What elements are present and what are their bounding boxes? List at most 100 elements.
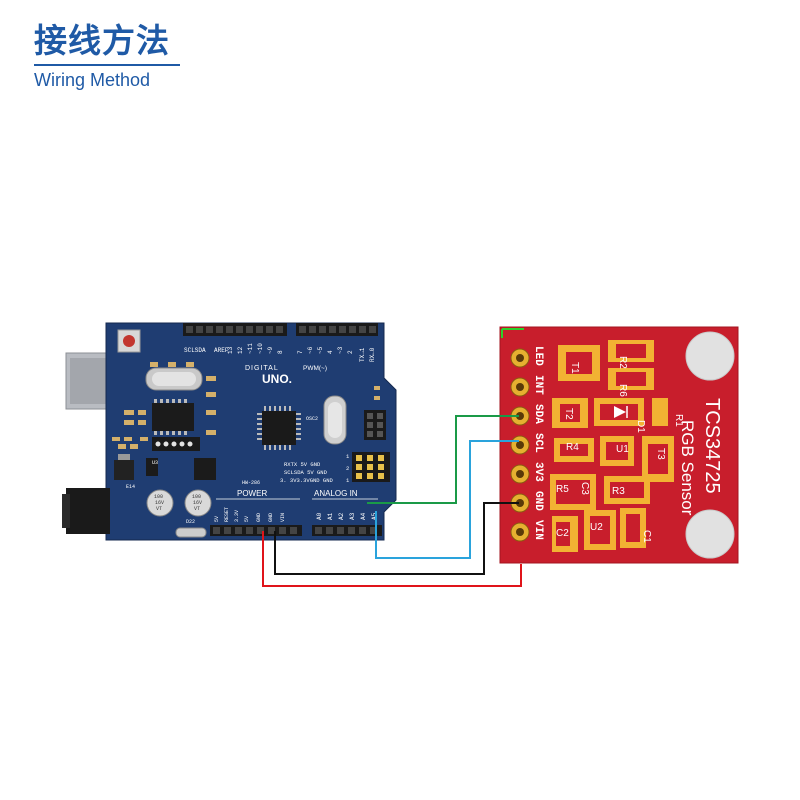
sensor-component-label: T2 [563, 408, 574, 420]
svg-text:VT: VT [156, 506, 162, 512]
analog-pin-label: A4 [360, 512, 367, 520]
digital-pin-label: ~3 [337, 346, 344, 354]
sensor-component-label: T1 [569, 362, 580, 374]
analog-label: ANALOG IN [314, 489, 358, 498]
icsp-row-3: 3. 3V3.3VGND GND [280, 477, 334, 484]
board-id: HW-286 [242, 480, 260, 486]
sensor-pin-label-3v3: 3V3 [532, 462, 544, 482]
digital-label: DIGITAL [245, 365, 279, 372]
sensor-component-label: D1 [635, 420, 646, 433]
digital-pin-label: ~10 [257, 343, 264, 354]
chip-label-u3: U3 [152, 460, 158, 466]
icsp-num-2: 2 [346, 465, 349, 472]
power-pin-label: 3.3V [234, 510, 240, 522]
power-pin-label: 5V [244, 516, 250, 522]
sensor-pin-label-vin: VIN [532, 520, 544, 540]
analog-pin-label: A0 [316, 512, 323, 520]
sensor-component-label: R1 [673, 414, 684, 427]
page-subtitle: Wiring Method [34, 70, 151, 90]
icsp-num-1: 1 [346, 453, 350, 460]
tx-label: TX→1 [359, 347, 366, 362]
svg-text:16V: 16V [193, 500, 202, 506]
sensor-component-label: C2 [556, 528, 569, 539]
digital-pin-label: ~6 [307, 346, 314, 354]
sensor-pin-hole [516, 412, 524, 420]
sensor-pin-label-scl: SCL [532, 433, 544, 453]
chip-label-e14: E14 [126, 484, 135, 490]
header: 接线方法 Wiring Method [34, 20, 180, 91]
sensor-pin-hole [516, 441, 524, 449]
icsp-row-1: RXTX 5V GND [284, 461, 321, 468]
sensor-component-label: T3 [655, 448, 666, 460]
sensor-component-label: U2 [590, 522, 603, 533]
sensor-component-label: R3 [612, 486, 625, 497]
sensor-component-label: R6 [617, 384, 628, 397]
analog-pin-label: A5 [371, 512, 378, 520]
analog-pin-label: A3 [349, 512, 356, 520]
sensor-pin-hole [516, 354, 524, 362]
power-header [210, 525, 302, 536]
digital-pin-label: 12 [237, 346, 244, 354]
analog-header [312, 525, 382, 536]
digital-pin-label: 8 [277, 350, 284, 354]
analog-pin-label: A2 [338, 512, 345, 520]
sensor-pin-hole [516, 470, 524, 478]
wire-vin [262, 531, 522, 587]
mounting-hole-bottom [685, 509, 735, 559]
svg-text:VT: VT [194, 506, 200, 512]
svg-text:100: 100 [154, 494, 163, 500]
power-label: POWER [237, 489, 267, 498]
sensor-component-label: C3 [579, 482, 590, 495]
pwm-label: PWM(~) [303, 365, 327, 372]
scl-sda-label: SCLSDA [184, 347, 206, 354]
sensor-subtitle: RGB Sensor [678, 420, 697, 516]
digital-header-right [296, 323, 378, 336]
sensor-pin-hole [516, 383, 524, 391]
sensor-component-label: R4 [566, 442, 579, 453]
sensor-component-label: R5 [556, 484, 569, 495]
digital-pin-label: 2 [347, 350, 354, 354]
power-pin-label: VIN [280, 513, 286, 522]
usb-serial-chip [152, 403, 194, 431]
electrolytic-capacitor-2: 100 16V VT [184, 489, 212, 517]
power-pin-label: GND [268, 513, 274, 522]
rx-label: RX←0 [369, 347, 376, 362]
sensor-component-label: U1 [616, 444, 629, 455]
sensor-title: TCS34725 [701, 398, 723, 494]
board-model: UNO. [262, 372, 292, 386]
digital-pin-label: 13 [227, 346, 234, 354]
wire-sda [367, 415, 519, 504]
digital-pin-label: 7 [297, 350, 304, 354]
sensor-component-label: C1 [641, 530, 652, 543]
crystal-label: OSC2 [306, 416, 318, 422]
aref-label: AREF [214, 347, 229, 354]
svg-text:100: 100 [192, 494, 201, 500]
sensor-pin-hole [516, 499, 524, 507]
digital-pin-label: ~11 [247, 343, 254, 354]
sensor-pin-label-sda: SDA [532, 404, 544, 424]
sensor-pin-label-gnd: GND [532, 491, 544, 511]
title-divider [34, 64, 180, 66]
digital-pin-label: 4 [327, 350, 334, 354]
dc-jack [66, 488, 110, 534]
page-title: 接线方法 [34, 21, 170, 60]
sensor-pin-label-led: LED [532, 346, 544, 366]
icsp-row-2: SCLSDA 5V GND [284, 469, 328, 476]
voltage-regulator [114, 460, 134, 480]
analog-pin-label: A1 [327, 512, 334, 520]
digital-pin-label: ~5 [317, 346, 324, 354]
sensor-component-label: R2 [617, 356, 628, 369]
sensor-pin-label-int: INT [532, 375, 544, 395]
atmega-mcu [257, 406, 301, 450]
wire-gnd [274, 502, 519, 575]
mounting-hole-top [685, 331, 735, 381]
svg-text:16V: 16V [155, 500, 164, 506]
digital-header-left [183, 323, 287, 336]
chip-label-d22: D22 [186, 519, 195, 525]
electrolytic-capacitor-1: 100 16V VT [146, 489, 174, 517]
power-pin-label: GND [256, 513, 262, 522]
sensor-pin-hole [516, 528, 524, 536]
